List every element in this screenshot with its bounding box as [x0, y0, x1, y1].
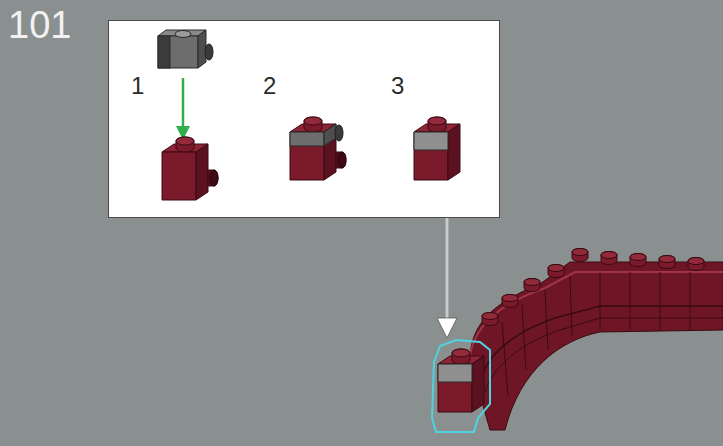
brick-wall — [470, 249, 723, 431]
substep-number: 3 — [391, 74, 404, 98]
substep-number: 2 — [263, 74, 276, 98]
bracket-on-brick — [438, 364, 472, 382]
callout-leader — [437, 218, 457, 338]
placement-arrow — [176, 78, 190, 140]
bracket-piece — [158, 30, 213, 68]
bracket-on-brick — [290, 124, 343, 146]
substep-number: 1 — [131, 74, 144, 98]
callout-box: 1 2 3 — [108, 20, 500, 218]
callout-panel — [108, 20, 500, 218]
highlight-outline — [432, 340, 490, 432]
bracket-on-brick — [414, 132, 448, 150]
step-number: 101 — [8, 6, 71, 44]
new-brick — [438, 349, 484, 412]
